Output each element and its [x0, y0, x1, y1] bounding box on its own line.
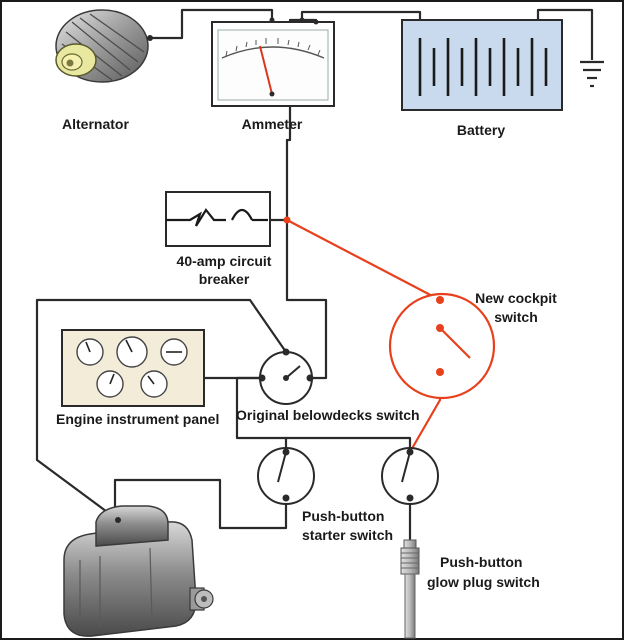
engine-instrument-panel: Engine instrument panel — [56, 329, 219, 427]
instrument-panel-label: Engine instrument panel — [56, 411, 219, 427]
cockpit-label-line2: switch — [494, 309, 538, 325]
push-button-starter-switch: Push-button starter switch — [257, 447, 393, 543]
belowdecks-label: Original belowdecks switch — [236, 407, 420, 423]
new-cockpit-switch: New cockpit switch — [388, 290, 557, 400]
wire-battery-ground — [536, 8, 594, 60]
battery-label: Battery — [457, 122, 505, 138]
alternator-label: Alternator — [62, 116, 129, 132]
breaker-junction — [283, 216, 291, 224]
wire-bus-cockpit — [286, 219, 441, 301]
cockpit-label-line1: New cockpit — [475, 290, 557, 306]
wire-alternator-ammeter — [150, 8, 274, 40]
battery: Battery — [401, 19, 563, 138]
glow-switch-label-line2: glow plug switch — [427, 574, 540, 590]
glow-plug-icon — [403, 539, 417, 549]
original-belowdecks-switch: Original belowdecks switch — [236, 348, 420, 423]
circuit-breaker: 40-amp circuit breaker — [165, 191, 291, 287]
wire-belowdecks-pushbuttons — [235, 376, 412, 452]
breaker-label-line2: breaker — [199, 271, 250, 287]
wire-belowdecks-starter — [35, 298, 287, 521]
ground-icon — [580, 60, 604, 88]
solenoid — [95, 505, 169, 547]
starter-switch-label-line2: starter switch — [302, 527, 393, 543]
starter-switch-label-line1: Push-button — [302, 508, 384, 524]
breaker-label-line1: 40-amp circuit — [177, 253, 272, 269]
alternator: Alternator — [55, 9, 153, 132]
glow-switch-label-line1: Push-button — [440, 554, 522, 570]
starter-motor — [63, 505, 214, 637]
wire-starter-switch-motor — [113, 478, 288, 530]
push-button-glow-plug-switch: Push-button glow plug switch — [381, 447, 540, 639]
wire-ammeter-battery — [300, 10, 422, 20]
wire-bus-belowdecks — [285, 220, 328, 380]
ammeter-label: Ammeter — [242, 116, 303, 132]
ammeter: Ammeter — [211, 17, 335, 132]
